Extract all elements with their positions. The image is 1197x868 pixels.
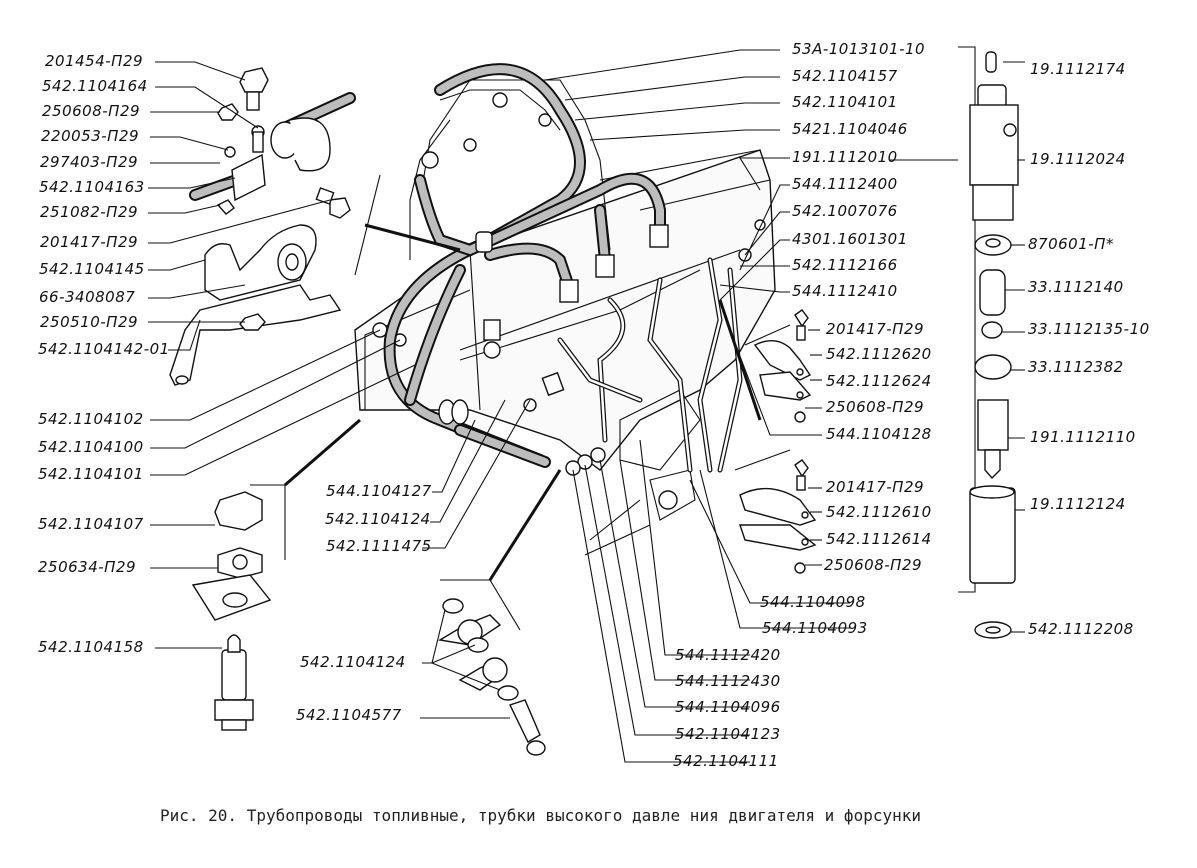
high-pressure-pipes	[557, 257, 743, 473]
part-label: 542.1104157	[792, 67, 898, 85]
part-label: 542.1007076	[792, 202, 898, 220]
part-label: 4301.1601301	[792, 230, 908, 248]
part-label: 542.1104100	[38, 438, 144, 456]
part-label: 544.1112420	[675, 646, 781, 664]
part-label: 33.1112135-10	[1028, 320, 1150, 338]
part-label: 542.1112614	[826, 530, 932, 548]
part-label: 33.1112140	[1028, 278, 1124, 296]
part-label: 250608-П29	[826, 398, 925, 416]
part-label: 542.1104577	[296, 706, 402, 724]
part-label: 542.1112610	[826, 503, 932, 521]
part-label: 542.1104163	[39, 178, 145, 196]
part-label: 191.1112010	[792, 148, 898, 166]
part-label: 201417-П29	[826, 320, 925, 338]
part-label: 53А-1013101-10	[792, 40, 926, 58]
part-label: 542.1104101	[792, 93, 898, 111]
part-label: 250608-П29	[42, 102, 141, 120]
part-label: 542.1104158	[38, 638, 144, 656]
fuel-hoses	[383, 63, 669, 468]
part-label: 201417-П29	[826, 478, 925, 496]
part-label: 33.1112382	[1028, 358, 1124, 376]
part-label: 544.1112400	[792, 175, 898, 193]
part-label: 220053-П29	[41, 127, 140, 145]
figure-caption: Рис. 20. Трубопроводы топливные, трубки …	[160, 806, 921, 825]
part-label: 250510-П29	[40, 313, 139, 331]
left-fittings	[191, 418, 361, 731]
part-label: 19.1112124	[1030, 495, 1126, 513]
part-label: 542.1104124	[300, 653, 406, 671]
part-label: 544.1104098	[760, 593, 866, 611]
part-label: 297403-П29	[40, 153, 139, 171]
part-label: 250634-П29	[38, 558, 137, 576]
left-bracket-assembly	[169, 67, 461, 386]
part-label: 542.1104124	[325, 510, 431, 528]
part-label: 544.1112430	[675, 672, 781, 690]
part-label: 191.1112110	[1030, 428, 1136, 446]
part-label: 544.1104096	[675, 698, 781, 716]
part-label: 542.1111475	[326, 537, 432, 555]
part-label: 870601-П*	[1028, 235, 1114, 253]
part-label: 19.1112024	[1030, 150, 1126, 168]
part-label: 544.1112410	[792, 282, 898, 300]
part-label: 542.1112624	[826, 372, 932, 390]
part-label: 251082-П29	[40, 203, 139, 221]
part-label: 19.1112174	[1030, 60, 1126, 78]
part-label: 66-3408087	[39, 288, 136, 306]
part-label: 542.1112166	[792, 256, 898, 274]
part-label: 542.1104101	[38, 465, 144, 483]
part-label: 544.1104128	[826, 425, 932, 443]
part-label: 201454-П29	[45, 52, 144, 70]
part-label: 201417-П29	[40, 233, 139, 251]
part-label: 542.1104142-01	[38, 340, 170, 358]
part-label: 542.1104102	[38, 410, 144, 428]
part-label: 544.1104093	[762, 619, 868, 637]
part-label: 542.1104145	[39, 260, 145, 278]
leader-lines	[148, 49, 1025, 763]
part-label: 542.1104164	[42, 77, 148, 95]
part-label: 542.1104107	[38, 515, 144, 533]
part-label: 542.1112208	[1028, 620, 1134, 638]
part-label: 542.1112620	[826, 345, 932, 363]
banjo-fittings	[438, 469, 562, 756]
part-label: 544.1104127	[326, 482, 432, 500]
injector-assembly	[890, 46, 1019, 639]
pipe-clamps	[718, 299, 817, 574]
part-label: 542.1104123	[675, 725, 781, 743]
part-label: 250608-П29	[824, 556, 923, 574]
part-label: 5421.1104046	[792, 120, 908, 138]
engine-block	[354, 79, 776, 521]
part-label: 542.1104111	[673, 752, 779, 770]
